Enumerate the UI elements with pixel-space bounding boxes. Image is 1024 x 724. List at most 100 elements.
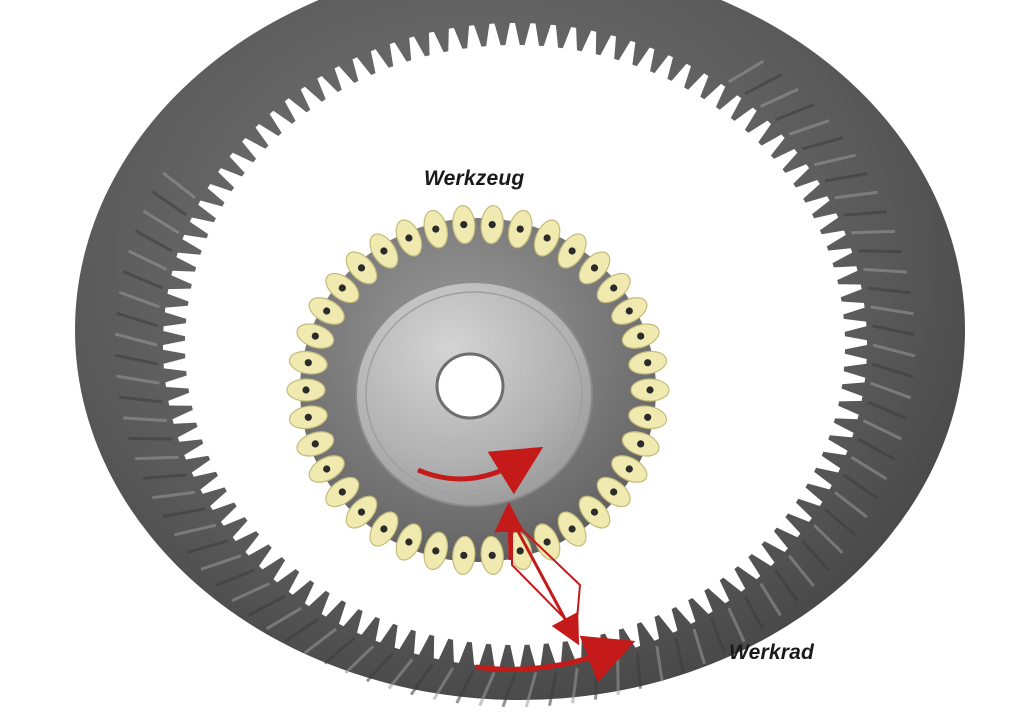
ring-tooth-flank [128, 436, 173, 441]
insert-screw [543, 234, 551, 242]
insert-screw [304, 413, 312, 421]
ring-tooth-flank [842, 473, 879, 500]
insert-screw [311, 332, 319, 340]
ring-tooth-flank [760, 87, 799, 108]
ring-tooth-flank [867, 286, 911, 295]
ring-tooth-flank [824, 507, 857, 537]
ring-tooth-flank [548, 670, 559, 706]
ring-tooth-flank [114, 353, 158, 366]
ring-tooth-flank [850, 455, 888, 481]
insert-screw [543, 538, 551, 546]
insert-screw [405, 234, 413, 242]
double-arrow-icon [494, 502, 525, 561]
curved-arrow-icon [475, 635, 636, 683]
ring-tooth-flank [872, 343, 916, 358]
ring-tooth-flank [867, 400, 908, 420]
insert-screw [637, 440, 645, 448]
insert-screw [357, 508, 366, 516]
ring-tooth-flank [851, 229, 895, 235]
curved-arrow-icon [417, 446, 544, 495]
ring-tooth-flank [387, 658, 414, 690]
ring-tooth-flank [135, 455, 179, 461]
ring-tooth-flank [303, 627, 337, 655]
insert-screw [644, 413, 652, 421]
ring-tooth-flank [501, 672, 517, 708]
ring-tooth-flank [728, 59, 765, 84]
cutter-bore [435, 352, 505, 420]
insert-screw [460, 221, 468, 229]
ring-tooth-flank [788, 554, 815, 587]
ring-tooth-flank [162, 171, 197, 199]
cutter-inserts [286, 205, 670, 575]
workpiece-label: Werkrad [729, 641, 815, 664]
ring-tooth-flank [870, 305, 914, 316]
insert-screw [380, 525, 388, 533]
ring-tooth-flank [128, 249, 168, 271]
ring-tooth-flank [142, 209, 180, 235]
ring-tooth-flank [265, 606, 302, 631]
ring-tooth-flank [248, 594, 286, 617]
insert-screw [338, 284, 346, 292]
insert-screw [625, 465, 633, 473]
ring-tooth-flank [857, 249, 902, 254]
insert-screw [357, 264, 366, 272]
ring-gear-teeth [114, 59, 916, 708]
insert-screw [432, 225, 440, 233]
ring-tooth-flank [788, 119, 830, 136]
insert-screw [610, 488, 618, 496]
ring-tooth-flank [571, 667, 579, 704]
ring-tooth-flank [857, 437, 896, 461]
tool-label: Werkzeug [424, 167, 525, 190]
ring-tooth-flank [870, 381, 912, 400]
insert-screw [311, 440, 319, 448]
ring-tooth-flank [524, 672, 538, 708]
ring-tooth-flank [833, 491, 868, 519]
ring-tooth-flank [114, 332, 158, 347]
motion-arrows [417, 446, 636, 683]
insert-screw [644, 359, 652, 367]
insert-screw [432, 547, 440, 555]
ring-tooth-flank [813, 153, 856, 167]
ring-tooth-flank [594, 664, 600, 700]
ring-tooth-flank [759, 582, 782, 617]
insert-screw [488, 551, 496, 560]
insert-screw [405, 538, 413, 546]
ring-tooth-flank [162, 507, 206, 518]
ring-tooth-flank [231, 582, 270, 603]
insert-screw [323, 465, 331, 473]
ring-tooth-flank [344, 645, 375, 674]
insert-screw [590, 264, 599, 272]
insert-screw [637, 332, 645, 340]
ring-tooth-flank [134, 229, 173, 253]
insert-screw [568, 525, 576, 533]
ring-tooth-flank [655, 645, 664, 682]
insert-screw [323, 307, 331, 315]
ring-tooth-flank [174, 523, 217, 537]
feed-parallelogram [511, 517, 582, 633]
ring-tooth-flank [186, 539, 229, 554]
ring-tooth-flank [122, 270, 163, 290]
ring-tooth-flank [616, 659, 620, 695]
ring-tooth-flank [743, 595, 765, 630]
ring-tooth-flank [774, 103, 815, 122]
ring-tooth-flank [863, 267, 907, 274]
ring-tooth-flank [151, 190, 188, 217]
ring-tooth-flank [118, 290, 160, 309]
ring-tooth-flank [119, 395, 163, 404]
ring-tooth-flank [215, 568, 256, 587]
cutter-hub-rim [365, 291, 583, 497]
ring-tooth-flank [843, 210, 888, 217]
ring-tooth-flank [801, 539, 830, 571]
insert-screw [460, 551, 468, 560]
skiving-cutter [286, 205, 670, 575]
ring-tooth-flank [455, 670, 475, 704]
insert-screw [590, 508, 599, 516]
ring-tooth-flank [710, 618, 727, 654]
ring-tooth-flank [674, 637, 686, 674]
ring-tooth-flank [478, 671, 496, 707]
ring-tooth-flank [692, 628, 706, 665]
insert-screw [516, 225, 524, 233]
insert-screw [568, 247, 576, 255]
